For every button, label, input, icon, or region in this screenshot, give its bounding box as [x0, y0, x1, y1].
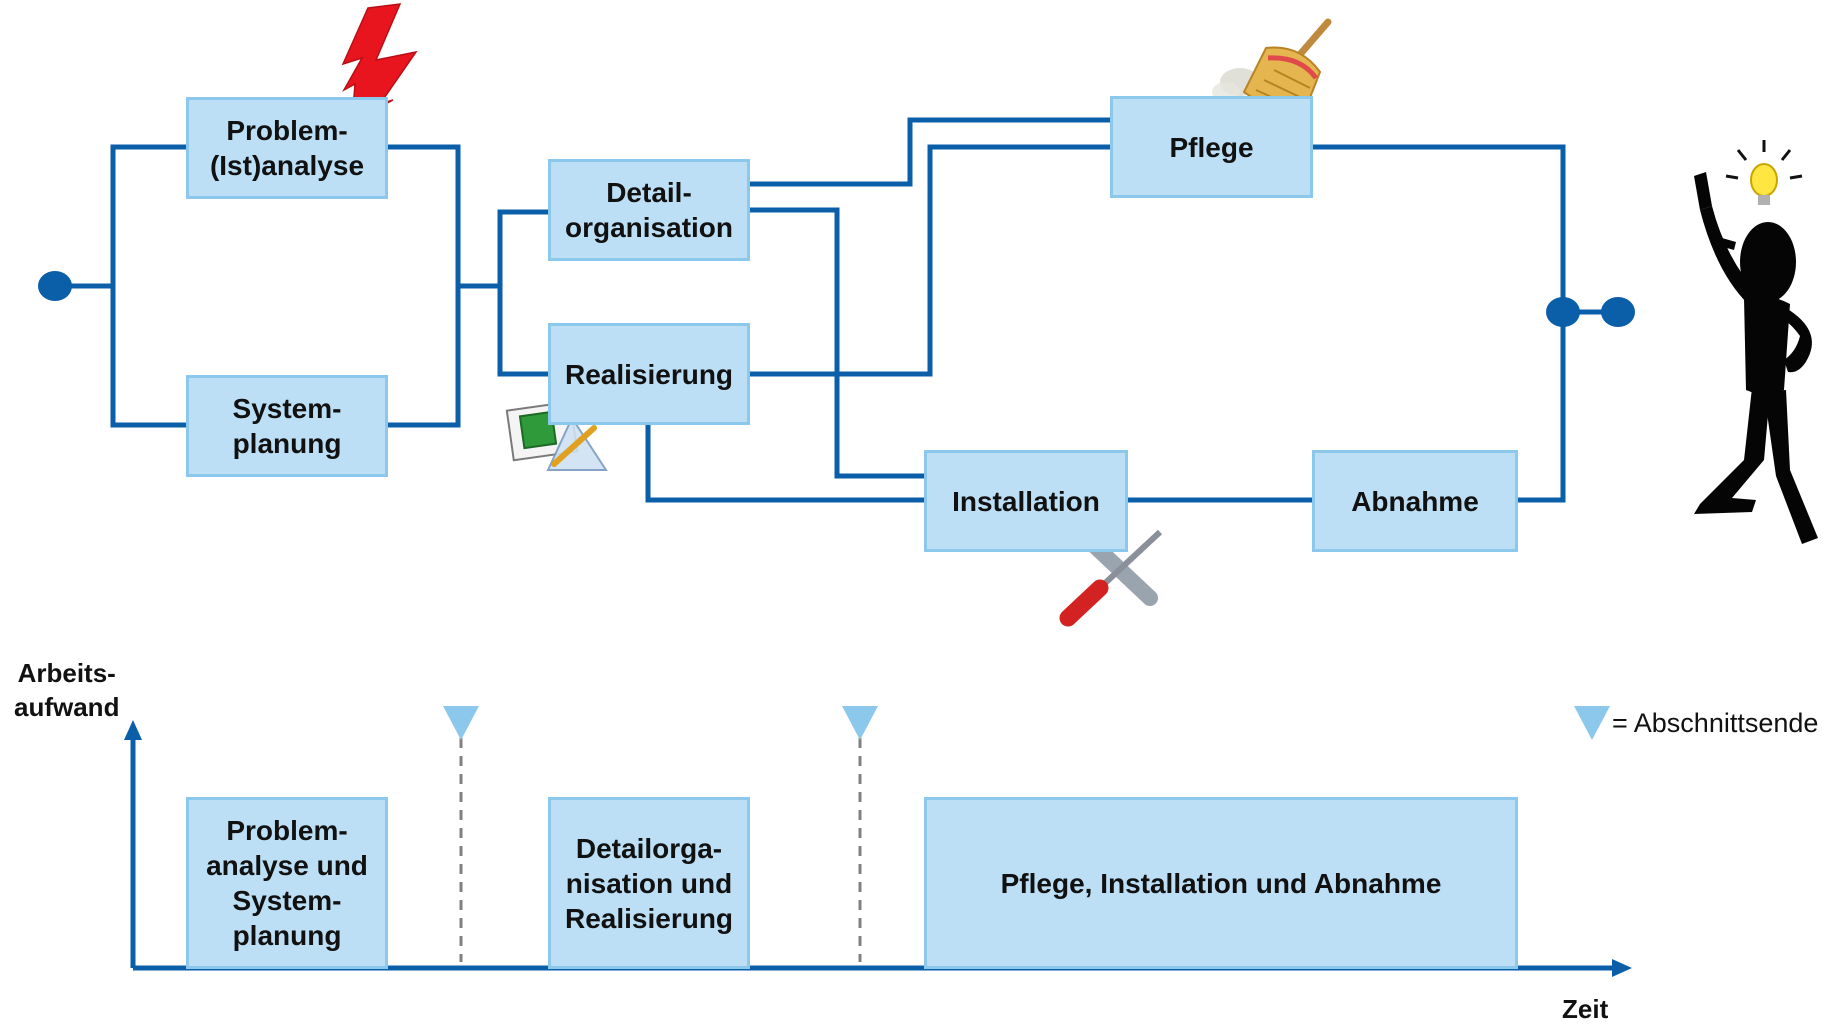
merge-node — [1546, 297, 1580, 327]
thinking-person-icon — [1694, 172, 1818, 544]
detail-organisation-box: Detail- organisation — [548, 159, 750, 261]
system-planning-box: System- planung — [186, 375, 388, 477]
start-node — [38, 271, 72, 301]
realisation-label: Realisierung — [564, 358, 734, 390]
installation-box: Installation — [924, 450, 1128, 552]
maintenance-label: Pflege — [1169, 131, 1254, 163]
phase-1-box: Problem- analyse und System- planung — [186, 797, 388, 969]
maintenance-box: Pflege — [1110, 96, 1313, 198]
phase-3-label: Pflege, Installation und Abnahme — [1000, 867, 1442, 899]
phase-2-label: Detailorga- nisation und Realisierung — [564, 832, 734, 934]
section-end-markers — [443, 706, 1610, 962]
phase-2-box: Detailorga- nisation und Realisierung — [548, 797, 750, 969]
realisation-box: Realisierung — [548, 323, 750, 425]
end-node — [1601, 297, 1635, 327]
milestone-marker-2 — [842, 706, 878, 740]
y-axis-label: Arbeits- aufwand — [14, 658, 120, 722]
phase-1-label: Problem- analyse und System- planung — [206, 815, 368, 951]
x-axis-label: Zeit — [1562, 994, 1609, 1024]
lightbulb-icon — [1725, 140, 1803, 205]
acceptance-label: Abnahme — [1351, 485, 1479, 517]
problem-analysis-box: Problem- (Ist)analyse — [186, 97, 388, 199]
phase-3-box: Pflege, Installation und Abnahme — [924, 797, 1518, 969]
problem-analysis-label: Problem- (Ist)analyse — [209, 115, 365, 181]
detail-organisation-label: Detail- organisation — [564, 177, 733, 243]
milestone-marker-1 — [443, 706, 479, 740]
legend-label: = Abschnittsende — [1612, 708, 1819, 738]
connection-dots — [38, 271, 1635, 327]
legend-marker — [1574, 706, 1610, 740]
installation-label: Installation — [952, 485, 1100, 517]
acceptance-box: Abnahme — [1312, 450, 1518, 552]
system-planning-label: System- planung — [232, 393, 342, 459]
